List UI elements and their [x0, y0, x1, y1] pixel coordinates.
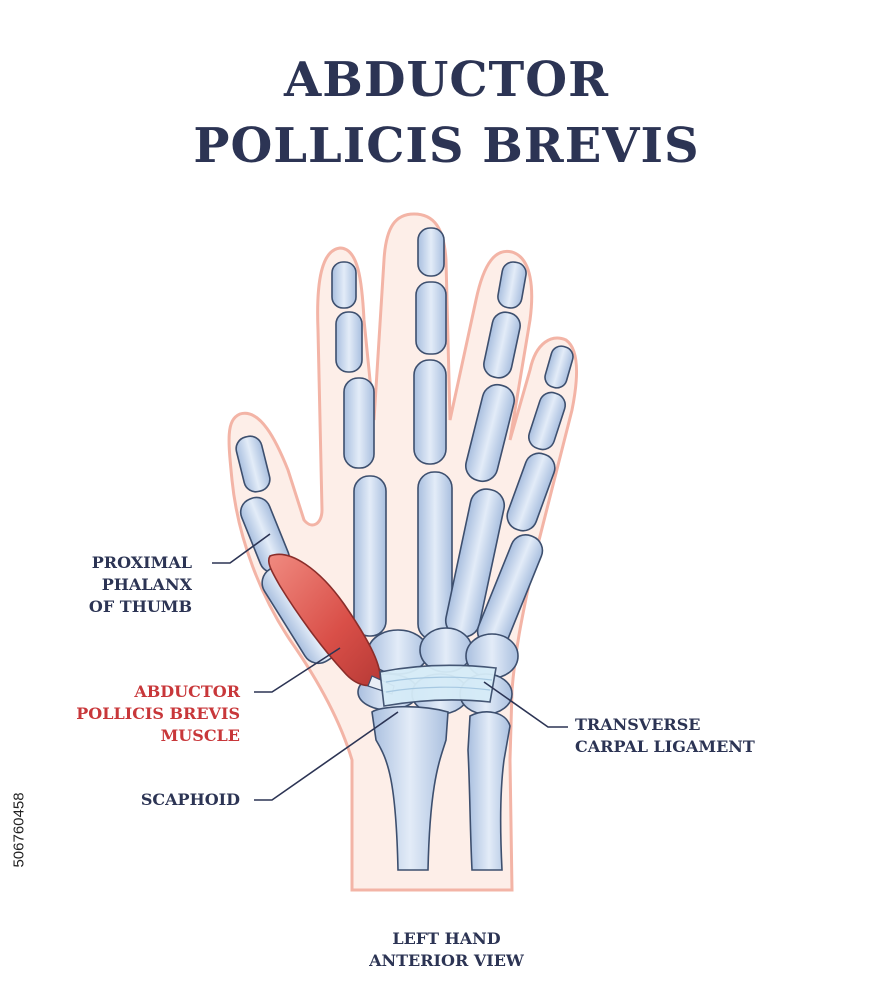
leader-lines	[212, 533, 568, 801]
transverse-carpal-ligament	[379, 664, 497, 707]
label-scaphoid: SCAPHOID	[140, 790, 240, 809]
forearm-bones	[371, 705, 511, 871]
finger-bones	[235, 227, 574, 665]
stock-id-watermark: 506760458	[10, 792, 28, 868]
label-view: LEFT HAND ANTERIOR VIEW	[369, 929, 524, 970]
label-proximal-phalanx: PROXIMAL PHALANX OF THUMB	[88, 553, 192, 616]
diagram-title-line1: ABDUCTOR	[284, 52, 609, 108]
label-abductor-muscle: ABDUCTOR POLLICIS BREVIS MUSCLE	[76, 682, 240, 745]
diagram-title-line2: POLLICIS BREVIS	[193, 118, 700, 174]
label-transverse-carpal-ligament: TRANSVERSE CARPAL LIGAMENT	[575, 715, 755, 756]
ligament-fibers	[385, 676, 493, 693]
